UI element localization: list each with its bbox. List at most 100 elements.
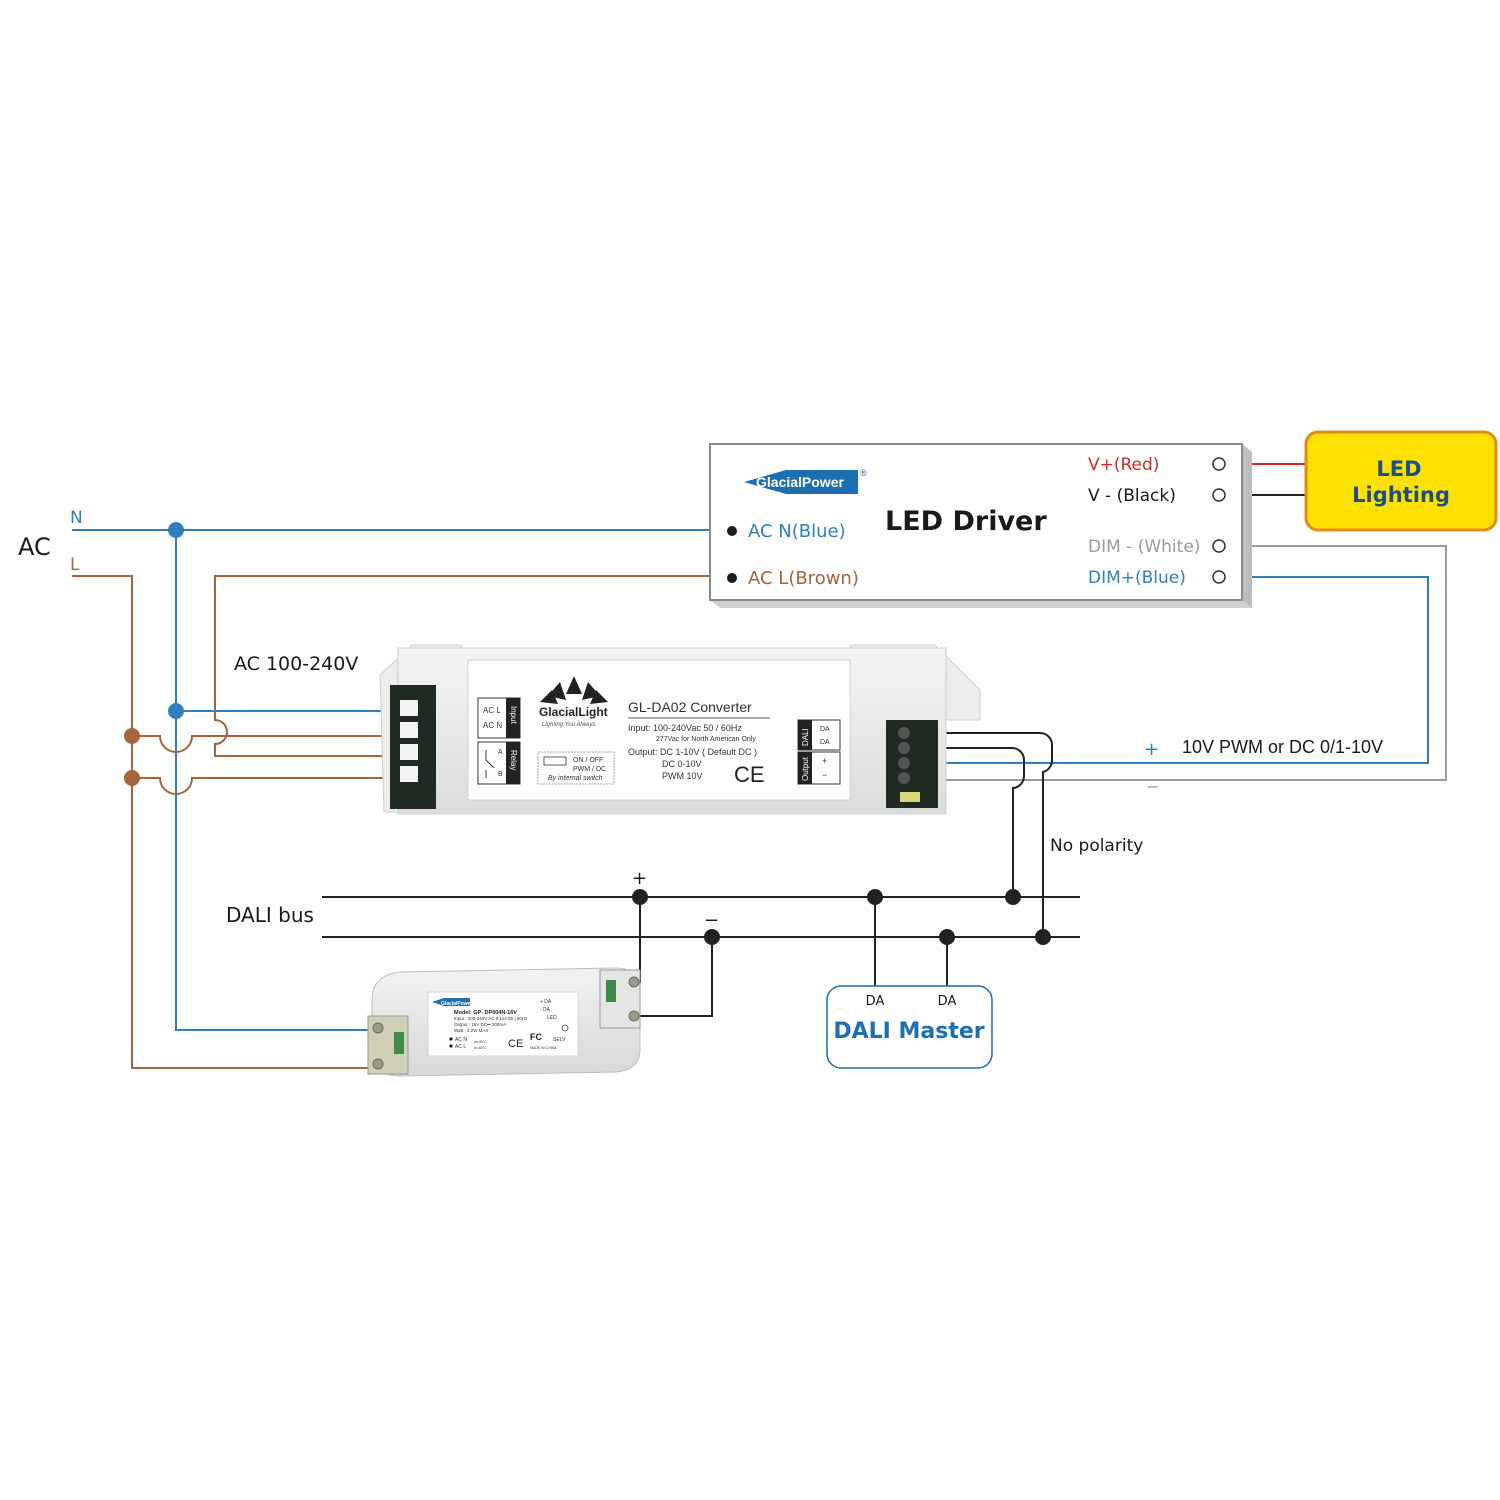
svg-text:GlacialPower: GlacialPower [756, 474, 844, 490]
converter-output-line2: DC 0-10V [662, 759, 702, 769]
led-driver-body [709, 443, 1243, 601]
v-minus-terminal [1212, 488, 1226, 502]
psu-selv-icon [561, 1024, 569, 1032]
live-wire [72, 575, 372, 1069]
v-minus-label: V - (Black) [1088, 486, 1176, 506]
v-plus-label: V+(Red) [1088, 455, 1159, 475]
input-tab-label: Input [509, 706, 518, 725]
psu-tc: tc=65°C [474, 1046, 487, 1050]
dali-master-box: DA DA DALI Master [826, 985, 993, 1069]
dali-da2-wire [920, 747, 1026, 897]
terminal-screw [898, 772, 910, 784]
psu-screw [372, 1022, 384, 1034]
output-minus: − [822, 770, 827, 780]
ac-label: AC [18, 533, 51, 561]
converter-output-line1: Output: DC 1-10V ( Default DC ) [628, 747, 757, 757]
dim-plus-label: DIM+(Blue) [1088, 568, 1186, 588]
no-polarity-label: No polarity [1050, 836, 1143, 856]
led-lighting-box: LED Lighting [1304, 430, 1498, 532]
terminal-slot [400, 700, 418, 716]
output-tab-fill [798, 752, 812, 784]
dali-da1-wire [920, 732, 1054, 937]
switch-box [537, 751, 615, 785]
switch-line2: PWM / DC [573, 766, 606, 773]
psu-left-connector [394, 1032, 404, 1054]
relay-a-wire [132, 735, 405, 753]
input-ac-l: AC L [483, 706, 501, 715]
gl-da02-converter: GlacialLight Lighting You Always GL-DA02… [379, 644, 981, 815]
psu-ac-n: AC N [455, 1037, 467, 1043]
converter-brand: GlacialLight [539, 705, 608, 719]
relay-a: A [498, 749, 503, 756]
psu-selv: SELV [553, 1037, 566, 1043]
terminal-screw [898, 757, 910, 769]
terminal-screw [898, 727, 910, 739]
terminal-tab [900, 792, 920, 802]
junction-dot [124, 728, 140, 744]
psu-brand-logo [432, 998, 470, 1006]
dim-minus-wire [920, 545, 1447, 781]
psu-ta: ta=45°C [474, 1040, 487, 1044]
input-tab-fill [506, 698, 520, 738]
dali-bus-plus: + [632, 868, 647, 889]
psu-dot [449, 1044, 453, 1048]
ac-l-label: L [70, 555, 80, 575]
ac-n-label: N [70, 508, 83, 528]
ac-n-terminal-dot [727, 526, 737, 536]
converter-label-panel [467, 659, 851, 801]
dim-plus-sign: + [1144, 739, 1159, 760]
svg-text:®: ® [860, 468, 867, 478]
live-to-driver [214, 575, 710, 757]
dali-tab-label: DALI [801, 728, 810, 746]
dim-signal-label: 10V PWM or DC 0/1-10V [1182, 737, 1383, 757]
switch-icon [543, 756, 567, 766]
relay-b-wire [132, 777, 405, 795]
dali-master-title: DALI Master [833, 1019, 984, 1044]
output-plus: + [822, 756, 827, 766]
psu-screw [372, 1058, 384, 1070]
terminal-slot [400, 744, 418, 760]
psu-fc: FC [530, 1032, 542, 1042]
converter-input-line1: Input: 100-240Vac 50 / 60Hz [628, 723, 742, 733]
wires [72, 463, 1447, 1069]
glacialpower-logo: GlacialPower ® [744, 468, 867, 494]
psu-dot [449, 1037, 453, 1041]
junction-dot [168, 703, 184, 719]
psu-right-connector [606, 980, 616, 1002]
dim-minus-label: DIM - (White) [1088, 537, 1200, 557]
switch-line3: By internal switch [548, 775, 603, 782]
junction-dot [1005, 889, 1021, 905]
relay-tab-fill [506, 742, 520, 784]
psu-led: LED [547, 1015, 557, 1021]
terminal-screw [898, 742, 910, 754]
junctions [124, 522, 1051, 945]
led-driver-bottom-edge [710, 600, 1252, 608]
ac-l-terminal-dot [727, 573, 737, 583]
psu-da-plus: + DA [540, 999, 552, 1005]
psu-plus-wire [632, 897, 641, 983]
psu-output: Output : 16V DC⎓ 200mA [454, 1022, 506, 1027]
converter-tagline: Lighting You Always [542, 722, 595, 728]
ac-l-terminal-label: AC L(Brown) [748, 568, 859, 589]
led-driver: GlacialPower ® LED Driver AC N(Blue) AC … [709, 443, 1252, 608]
dali-da2: DA [820, 739, 830, 746]
psu-ac-l: AC L [455, 1044, 466, 1050]
terminal-slot [400, 766, 418, 782]
converter-model: GL-DA02 Converter [628, 699, 752, 715]
led-driver-title: LED Driver [885, 506, 1047, 537]
psu-made-in: MADE IN CHINA [530, 1046, 557, 1050]
junction-dot [632, 889, 648, 905]
switch-line1: ON / OFF [573, 757, 603, 764]
junction-dot [939, 929, 955, 945]
relay-symbol [485, 750, 495, 778]
converter-supply-label: AC 100-240V [234, 653, 358, 675]
dali-bus-label: DALI bus [226, 903, 314, 927]
terminal-slot [400, 722, 418, 738]
output-tab-label: Output [801, 756, 810, 781]
dim-plus-terminal [1212, 570, 1226, 584]
psu-model: Model: GP- DP004N-16V [454, 1010, 517, 1016]
psu-minus-wire [632, 937, 713, 1017]
psu-screw [628, 1010, 640, 1022]
psu-da-minus: - DA [540, 1007, 551, 1013]
